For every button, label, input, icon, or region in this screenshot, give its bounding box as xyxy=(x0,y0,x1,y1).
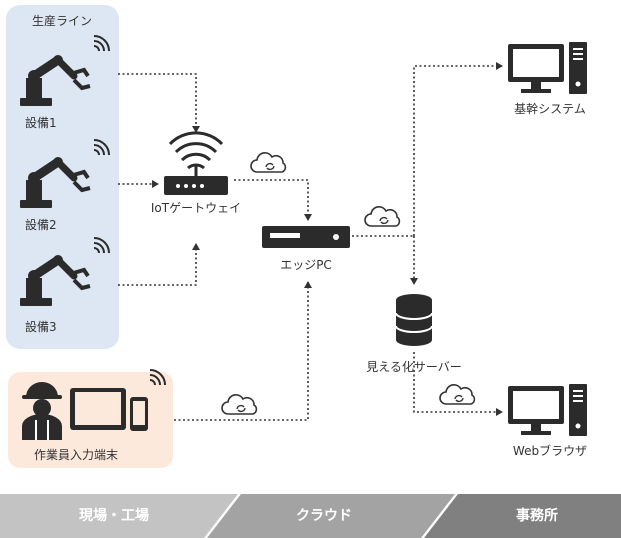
robot-arm-icon xyxy=(20,255,90,306)
iot-gateway-label: IoTゲートウェイ xyxy=(150,201,242,215)
tablet-icon xyxy=(70,388,126,430)
group-label-worker-terminal: 作業員入力端末 xyxy=(34,448,119,462)
web-browser-label: Webブラウザ xyxy=(512,444,588,458)
database-server-icon xyxy=(395,294,433,346)
cloud-sync-icon xyxy=(221,393,258,415)
wifi-icon xyxy=(93,139,110,156)
zone-label-office: 事務所 xyxy=(516,508,558,524)
equipment-label: 設備3 xyxy=(25,320,57,334)
link-bus-core xyxy=(413,62,503,236)
zone-office-band xyxy=(424,494,621,538)
edge-pc-icon xyxy=(262,226,350,248)
zone-band xyxy=(0,494,621,538)
cloud-sync-icon xyxy=(250,151,287,173)
worker-icon xyxy=(22,382,62,440)
desktop-pc-icon xyxy=(507,383,588,437)
group-label-production-line: 生産ライン xyxy=(32,14,93,28)
zone-label-site: 現場・工場 xyxy=(79,508,149,524)
robot-arm-icon xyxy=(20,157,90,208)
edge-pc-label: エッジPC xyxy=(280,258,332,272)
zone-label-cloud: クラウド xyxy=(296,508,352,524)
link-equipment3-gateway xyxy=(118,243,200,286)
link-server-browser xyxy=(413,352,503,416)
wifi-icon xyxy=(93,237,110,254)
smartphone-icon xyxy=(130,397,148,431)
desktop-pc-icon xyxy=(507,41,588,95)
zone-cloud-band xyxy=(207,494,455,538)
wifi-icon xyxy=(149,369,166,386)
zone-site-band xyxy=(0,494,238,538)
link-equipment1-gateway xyxy=(118,73,200,133)
core-system-label: 基幹システム xyxy=(514,102,586,116)
equipment-label: 設備2 xyxy=(25,218,57,232)
connectors xyxy=(118,62,503,421)
cloud-sync-icon xyxy=(439,383,476,405)
router-icon xyxy=(164,131,228,195)
cloud-sync-icon xyxy=(364,205,401,227)
link-terminal-edgepc xyxy=(174,281,312,421)
robot-arm-icon xyxy=(20,55,90,106)
link-gateway-edgepc xyxy=(234,179,312,221)
equipment-label: 設備1 xyxy=(25,116,57,130)
visualization-server-label: 見える化サーバー xyxy=(366,360,462,374)
wifi-icon xyxy=(93,35,110,52)
